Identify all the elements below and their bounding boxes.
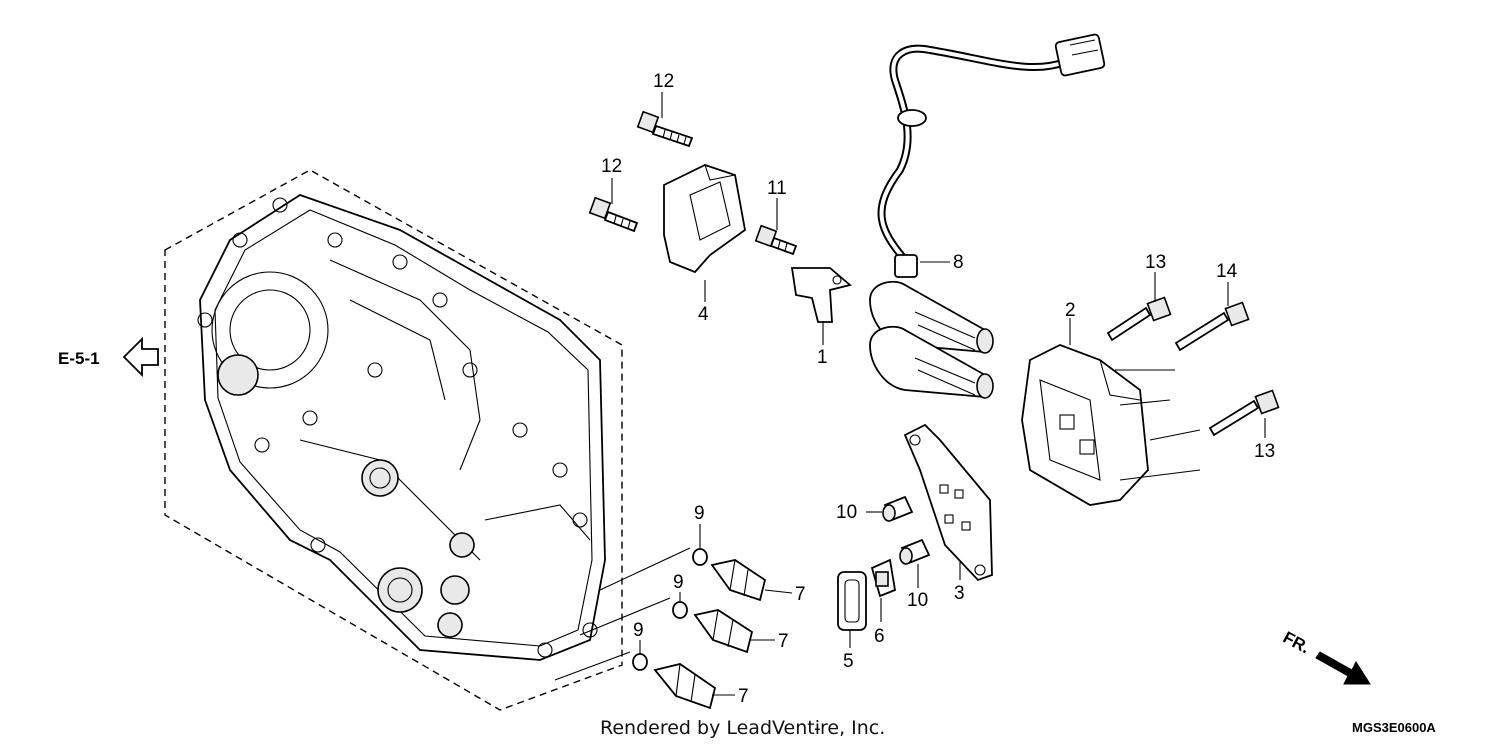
callout-7-top: 7 (795, 584, 806, 605)
solenoid-valves (869, 280, 994, 399)
bolt-11 (754, 224, 798, 256)
sensor-7-bottom (632, 653, 717, 710)
callout-10-upper: 10 (836, 502, 857, 523)
callout-2: 2 (1065, 300, 1076, 321)
callout-9-middle: 9 (673, 572, 684, 593)
callout-8: 8 (953, 252, 964, 273)
callout-1: 1 (817, 347, 828, 368)
callout-12-lower: 12 (601, 156, 622, 177)
reference-label: E-5-1 (58, 349, 100, 368)
callout-14: 14 (1216, 261, 1238, 282)
left-arrow-icon (122, 336, 159, 378)
gasket (837, 571, 867, 631)
connector-icon (1054, 33, 1106, 77)
bolt-13-lower (1208, 389, 1280, 437)
callout-10-lower: 10 (907, 590, 928, 611)
callout-6: 6 (874, 626, 885, 647)
bolt-14 (1174, 301, 1250, 352)
solenoid-plate (903, 423, 993, 582)
sensor-leader-lines (554, 547, 691, 681)
callout-12-upper: 12 (653, 71, 674, 92)
clamp-bracket (790, 267, 852, 323)
callout-7-middle: 7 (778, 631, 789, 652)
case-cover (199, 194, 606, 661)
callout-4: 4 (698, 304, 709, 325)
front-direction-label: FR. (1280, 628, 1313, 658)
reference-arrow: E-5-1 (58, 336, 159, 378)
wire-harness (877, 33, 1106, 278)
seal-part-6 (870, 558, 897, 598)
valve-body (1021, 344, 1201, 506)
cover-bracket (663, 164, 746, 274)
callout-11: 11 (767, 178, 787, 199)
callout-5: 5 (843, 651, 854, 672)
callout-3: 3 (954, 583, 965, 604)
sensor-7-middle (672, 601, 754, 654)
front-direction-indicator: FR. (1280, 628, 1371, 685)
case-cover-assembly (164, 169, 623, 711)
diagram-code: MGS3E0600A (1352, 720, 1436, 735)
callout-9-top: 9 (694, 503, 705, 524)
bolt-12-lower (588, 196, 639, 233)
assembly-boundary (164, 169, 623, 711)
callout-9-bottom: 9 (633, 620, 644, 641)
bolt-13-upper (1106, 296, 1172, 342)
front-arrow-icon (1315, 651, 1371, 685)
collar-10-upper (882, 495, 914, 522)
sensor-7-top (692, 548, 767, 602)
collar-10-lower (899, 538, 931, 565)
bolt-12-upper (636, 110, 694, 148)
callout-13-upper: 13 (1145, 252, 1166, 273)
callout-leaders (611, 92, 1266, 696)
callout-13-lower: 13 (1254, 441, 1275, 462)
callout-7-bottom: 7 (738, 686, 749, 707)
render-credit: Rendered by LeadVentɨre, Inc. (600, 717, 885, 739)
